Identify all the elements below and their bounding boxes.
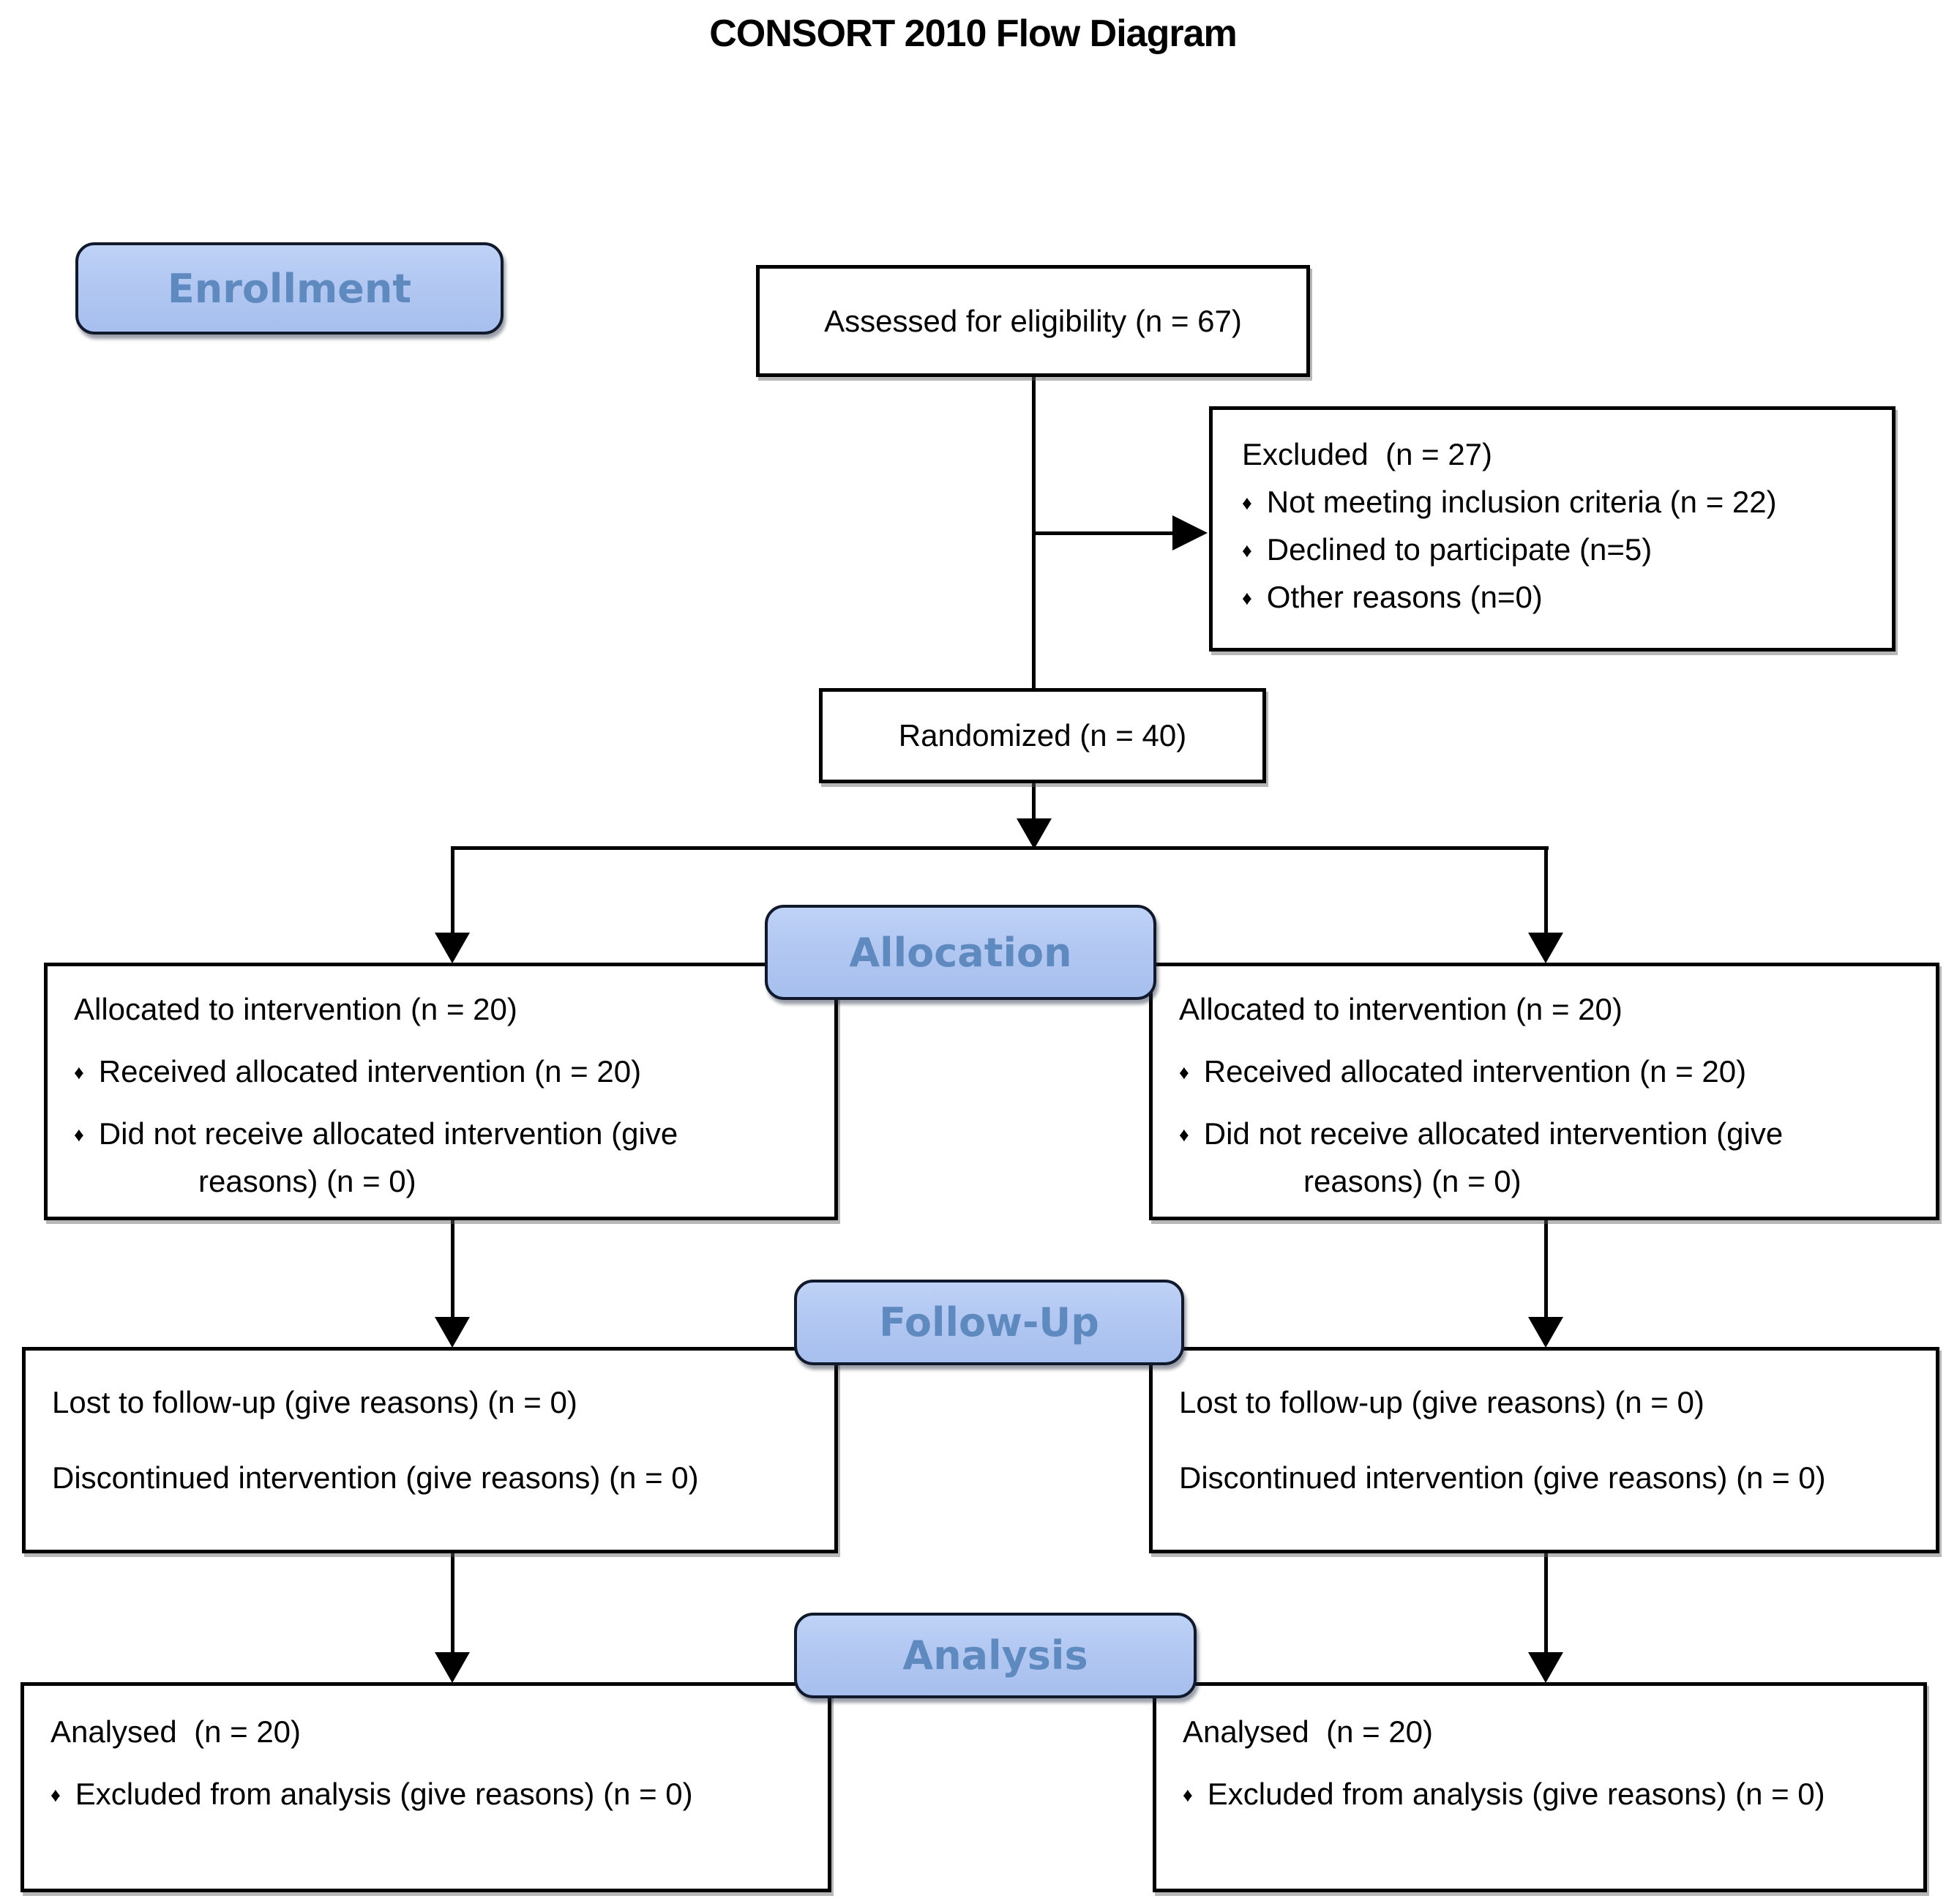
arrowhead-split-icon bbox=[1017, 818, 1052, 849]
connector-followup-to-analysis-right bbox=[1544, 1553, 1548, 1654]
followup-line: Lost to follow-up (give reasons) (n = 0) bbox=[1179, 1378, 1909, 1426]
allocation-bullet-item: ♦ Did not receive allocated intervention … bbox=[74, 1110, 768, 1205]
analysis-bullet-item: ♦ Excluded from analysis (give reasons) (… bbox=[50, 1770, 801, 1818]
allocation-bullet-item: ♦ Received allocated intervention (n = 20… bbox=[74, 1048, 768, 1095]
arrowhead-analysis-left-icon bbox=[435, 1652, 470, 1683]
arrowhead-allocation-left-icon bbox=[435, 933, 470, 963]
followup-line-text: Discontinued intervention (give reasons)… bbox=[52, 1460, 699, 1496]
analysis-left-title: Analysed (n = 20) bbox=[50, 1714, 302, 1749]
excluded-bullet-list: ♦ Not meeting inclusion criteria (n = 22)… bbox=[1242, 478, 1863, 621]
connector-randomized-to-split bbox=[1032, 783, 1036, 821]
analysis-bullet-item: ♦ Excluded from analysis (give reasons) (… bbox=[1183, 1770, 1897, 1818]
analysis-left-bullet-list: ♦ Excluded from analysis (give reasons) (… bbox=[50, 1770, 801, 1818]
bullet-diamond-icon: ♦ bbox=[1183, 1784, 1193, 1807]
arrowhead-followup-left-icon bbox=[435, 1317, 470, 1348]
bullet-diamond-icon: ♦ bbox=[1242, 587, 1252, 610]
analysis-right-box: Analysed (n = 20) ♦ Excluded from analysi… bbox=[1153, 1682, 1927, 1892]
connector-followup-to-analysis-left bbox=[451, 1553, 454, 1654]
stage-badge-allocation: Allocation bbox=[765, 905, 1156, 1000]
randomized-text: Randomized (n = 40) bbox=[898, 718, 1187, 753]
connector-branch-to-excluded bbox=[1032, 531, 1175, 535]
stage-label-followup: Follow-Up bbox=[879, 1299, 1099, 1345]
bullet-text: Did not receive allocated intervention (… bbox=[1203, 1116, 1784, 1199]
connector-split-to-allocation-right bbox=[1544, 846, 1548, 934]
bullet-diamond-icon: ♦ bbox=[74, 1061, 84, 1084]
followup-right-lines: Lost to follow-up (give reasons) (n = 0)… bbox=[1179, 1378, 1909, 1501]
bullet-text: Other reasons (n=0) bbox=[1266, 580, 1543, 615]
followup-right-box: Lost to follow-up (give reasons) (n = 0)… bbox=[1149, 1347, 1939, 1553]
followup-left-box: Lost to follow-up (give reasons) (n = 0)… bbox=[22, 1347, 838, 1553]
bullet-text: Received allocated intervention (n = 20) bbox=[98, 1054, 642, 1089]
allocation-left-bullet-list: ♦ Received allocated intervention (n = 20… bbox=[74, 1048, 768, 1205]
followup-line-text: Lost to follow-up (give reasons) (n = 0) bbox=[1179, 1385, 1704, 1419]
bullet-diamond-icon: ♦ bbox=[50, 1784, 61, 1807]
bullet-diamond-icon: ♦ bbox=[1179, 1061, 1189, 1084]
bullet-text: Excluded from analysis (give reasons) (n… bbox=[1207, 1777, 1825, 1812]
connector-allocation-to-followup-right bbox=[1544, 1220, 1548, 1318]
connector-allocation-to-followup-left bbox=[451, 1220, 454, 1318]
allocation-right-title: Allocated to intervention (n = 20) bbox=[1179, 992, 1623, 1026]
connector-split-to-allocation-left bbox=[451, 846, 454, 934]
bullet-text: Did not receive allocated intervention (… bbox=[98, 1116, 678, 1199]
analysis-right-title: Analysed (n = 20) bbox=[1183, 1714, 1434, 1749]
bullet-diamond-icon: ♦ bbox=[1242, 540, 1252, 562]
followup-line-text: Lost to follow-up (give reasons) (n = 0) bbox=[52, 1385, 577, 1419]
stage-badge-followup: Follow-Up bbox=[794, 1280, 1184, 1365]
analysis-left-box: Analysed (n = 20) ♦ Excluded from analysi… bbox=[20, 1682, 831, 1892]
bullet-diamond-icon: ♦ bbox=[1179, 1124, 1189, 1146]
allocation-bullet-item: ♦ Did not receive allocated intervention … bbox=[1179, 1110, 1873, 1205]
arrowhead-excluded-icon bbox=[1172, 515, 1208, 550]
excluded-bullet-item: ♦ Other reasons (n=0) bbox=[1242, 573, 1863, 621]
bullet-text: Declined to participate (n=5) bbox=[1266, 532, 1653, 567]
followup-left-lines: Lost to follow-up (give reasons) (n = 0)… bbox=[52, 1378, 808, 1501]
arrowhead-followup-right-icon bbox=[1528, 1317, 1563, 1348]
stage-badge-analysis: Analysis bbox=[794, 1613, 1197, 1698]
followup-line: Lost to follow-up (give reasons) (n = 0) bbox=[52, 1378, 808, 1426]
assessed-for-eligibility-box: Assessed for eligibility (n = 67) bbox=[756, 265, 1310, 377]
excluded-bullet-item: ♦ Not meeting inclusion criteria (n = 22) bbox=[1242, 478, 1863, 526]
page-title: CONSORT 2010 Flow Diagram bbox=[709, 12, 1238, 55]
bullet-text: Excluded from analysis (give reasons) (n… bbox=[75, 1777, 693, 1812]
stage-badge-enrollment: Enrollment bbox=[75, 242, 504, 335]
bullet-text: Received allocated intervention (n = 20) bbox=[1203, 1054, 1747, 1089]
followup-line: Discontinued intervention (give reasons)… bbox=[52, 1454, 808, 1501]
assessed-text: Assessed for eligibility (n = 67) bbox=[824, 303, 1242, 338]
stage-label-analysis: Analysis bbox=[902, 1632, 1088, 1679]
arrowhead-allocation-right-icon bbox=[1528, 933, 1563, 963]
connector-split-horizontal bbox=[451, 846, 1549, 850]
randomized-box: Randomized (n = 40) bbox=[819, 688, 1266, 783]
allocation-right-box: Allocated to intervention (n = 20) ♦ Rece… bbox=[1149, 963, 1939, 1220]
followup-line: Discontinued intervention (give reasons)… bbox=[1179, 1454, 1909, 1501]
stage-label-allocation: Allocation bbox=[849, 929, 1072, 976]
excluded-bullet-item: ♦ Declined to participate (n=5) bbox=[1242, 526, 1863, 573]
arrowhead-analysis-right-icon bbox=[1528, 1652, 1563, 1683]
bullet-diamond-icon: ♦ bbox=[74, 1124, 84, 1146]
allocation-right-bullet-list: ♦ Received allocated intervention (n = 20… bbox=[1179, 1048, 1873, 1205]
allocation-left-title: Allocated to intervention (n = 20) bbox=[74, 992, 517, 1026]
stage-label-enrollment: Enrollment bbox=[167, 265, 412, 312]
followup-line-text: Discontinued intervention (give reasons)… bbox=[1179, 1460, 1826, 1496]
allocation-bullet-item: ♦ Received allocated intervention (n = 20… bbox=[1179, 1048, 1873, 1095]
bullet-text: Not meeting inclusion criteria (n = 22) bbox=[1266, 485, 1777, 520]
bullet-diamond-icon: ♦ bbox=[1242, 492, 1252, 515]
excluded-box: Excluded (n = 27) ♦ Not meeting inclusion… bbox=[1209, 406, 1896, 652]
analysis-right-bullet-list: ♦ Excluded from analysis (give reasons) (… bbox=[1183, 1770, 1897, 1818]
excluded-title: Excluded (n = 27) bbox=[1242, 437, 1493, 471]
allocation-left-box: Allocated to intervention (n = 20) ♦ Rece… bbox=[44, 963, 838, 1220]
